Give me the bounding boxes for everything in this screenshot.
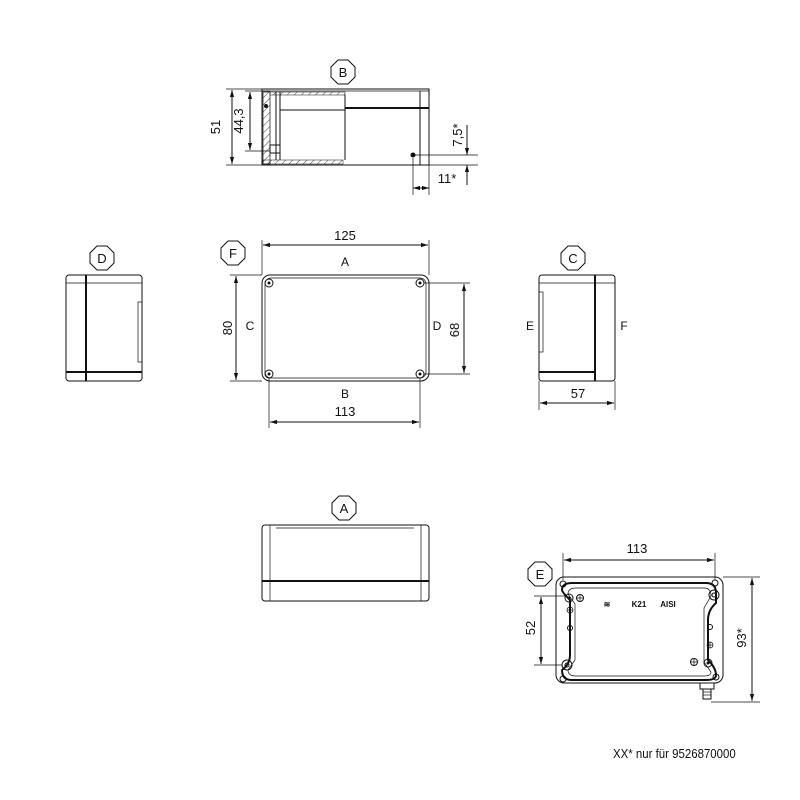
marking-aisi: AISI: [660, 600, 676, 609]
svg-text:F: F: [620, 319, 627, 333]
svg-text:C: C: [246, 319, 255, 333]
dim-11: 11*: [438, 171, 457, 186]
svg-text:80: 80: [220, 321, 235, 335]
svg-text:B: B: [341, 387, 349, 401]
marking-k21: K21: [632, 600, 647, 609]
svg-text:68: 68: [447, 323, 462, 337]
svg-text:93*: 93*: [734, 628, 749, 648]
footnote: XX* nur für 9526870000: [613, 746, 736, 761]
svg-text:52: 52: [523, 621, 538, 635]
view-b-section: B 51 44,3 7,5* 11*: [208, 59, 478, 195]
dim-7-5: 7,5*: [450, 123, 465, 146]
view-b-tag: B: [330, 59, 356, 85]
view-d-tag: D: [89, 245, 115, 271]
view-c-side: C E F 57: [526, 245, 628, 410]
view-b-tag-label: B: [339, 65, 348, 80]
svg-text:E: E: [526, 319, 534, 333]
svg-text:A: A: [340, 501, 349, 516]
screw-icons: [264, 278, 425, 379]
view-e-inside: E ≋ K21 AISI 113: [523, 541, 760, 703]
view-e-tag: E: [527, 561, 553, 587]
svg-text:D: D: [433, 319, 442, 333]
view-f-tag: F: [220, 240, 246, 266]
view-d-side: D: [65, 245, 143, 382]
svg-text:A: A: [341, 255, 349, 269]
marking-symbol: ≋: [604, 600, 611, 609]
screw-icons: [559, 579, 720, 683]
view-c-tag: C: [560, 245, 586, 271]
svg-text:D: D: [97, 251, 106, 266]
dim-44-3: 44,3: [231, 108, 246, 133]
view-a-front: A: [261, 495, 430, 602]
svg-text:E: E: [536, 567, 545, 582]
svg-text:113: 113: [627, 541, 648, 556]
view-f-top: F A B C D 125 80 68 113: [220, 228, 470, 428]
svg-text:C: C: [568, 251, 577, 266]
svg-text:57: 57: [571, 386, 585, 401]
svg-text:125: 125: [334, 228, 356, 243]
svg-text:F: F: [229, 246, 237, 261]
view-a-tag: A: [331, 495, 357, 521]
dim-51: 51: [208, 120, 223, 134]
svg-text:113: 113: [335, 404, 356, 419]
